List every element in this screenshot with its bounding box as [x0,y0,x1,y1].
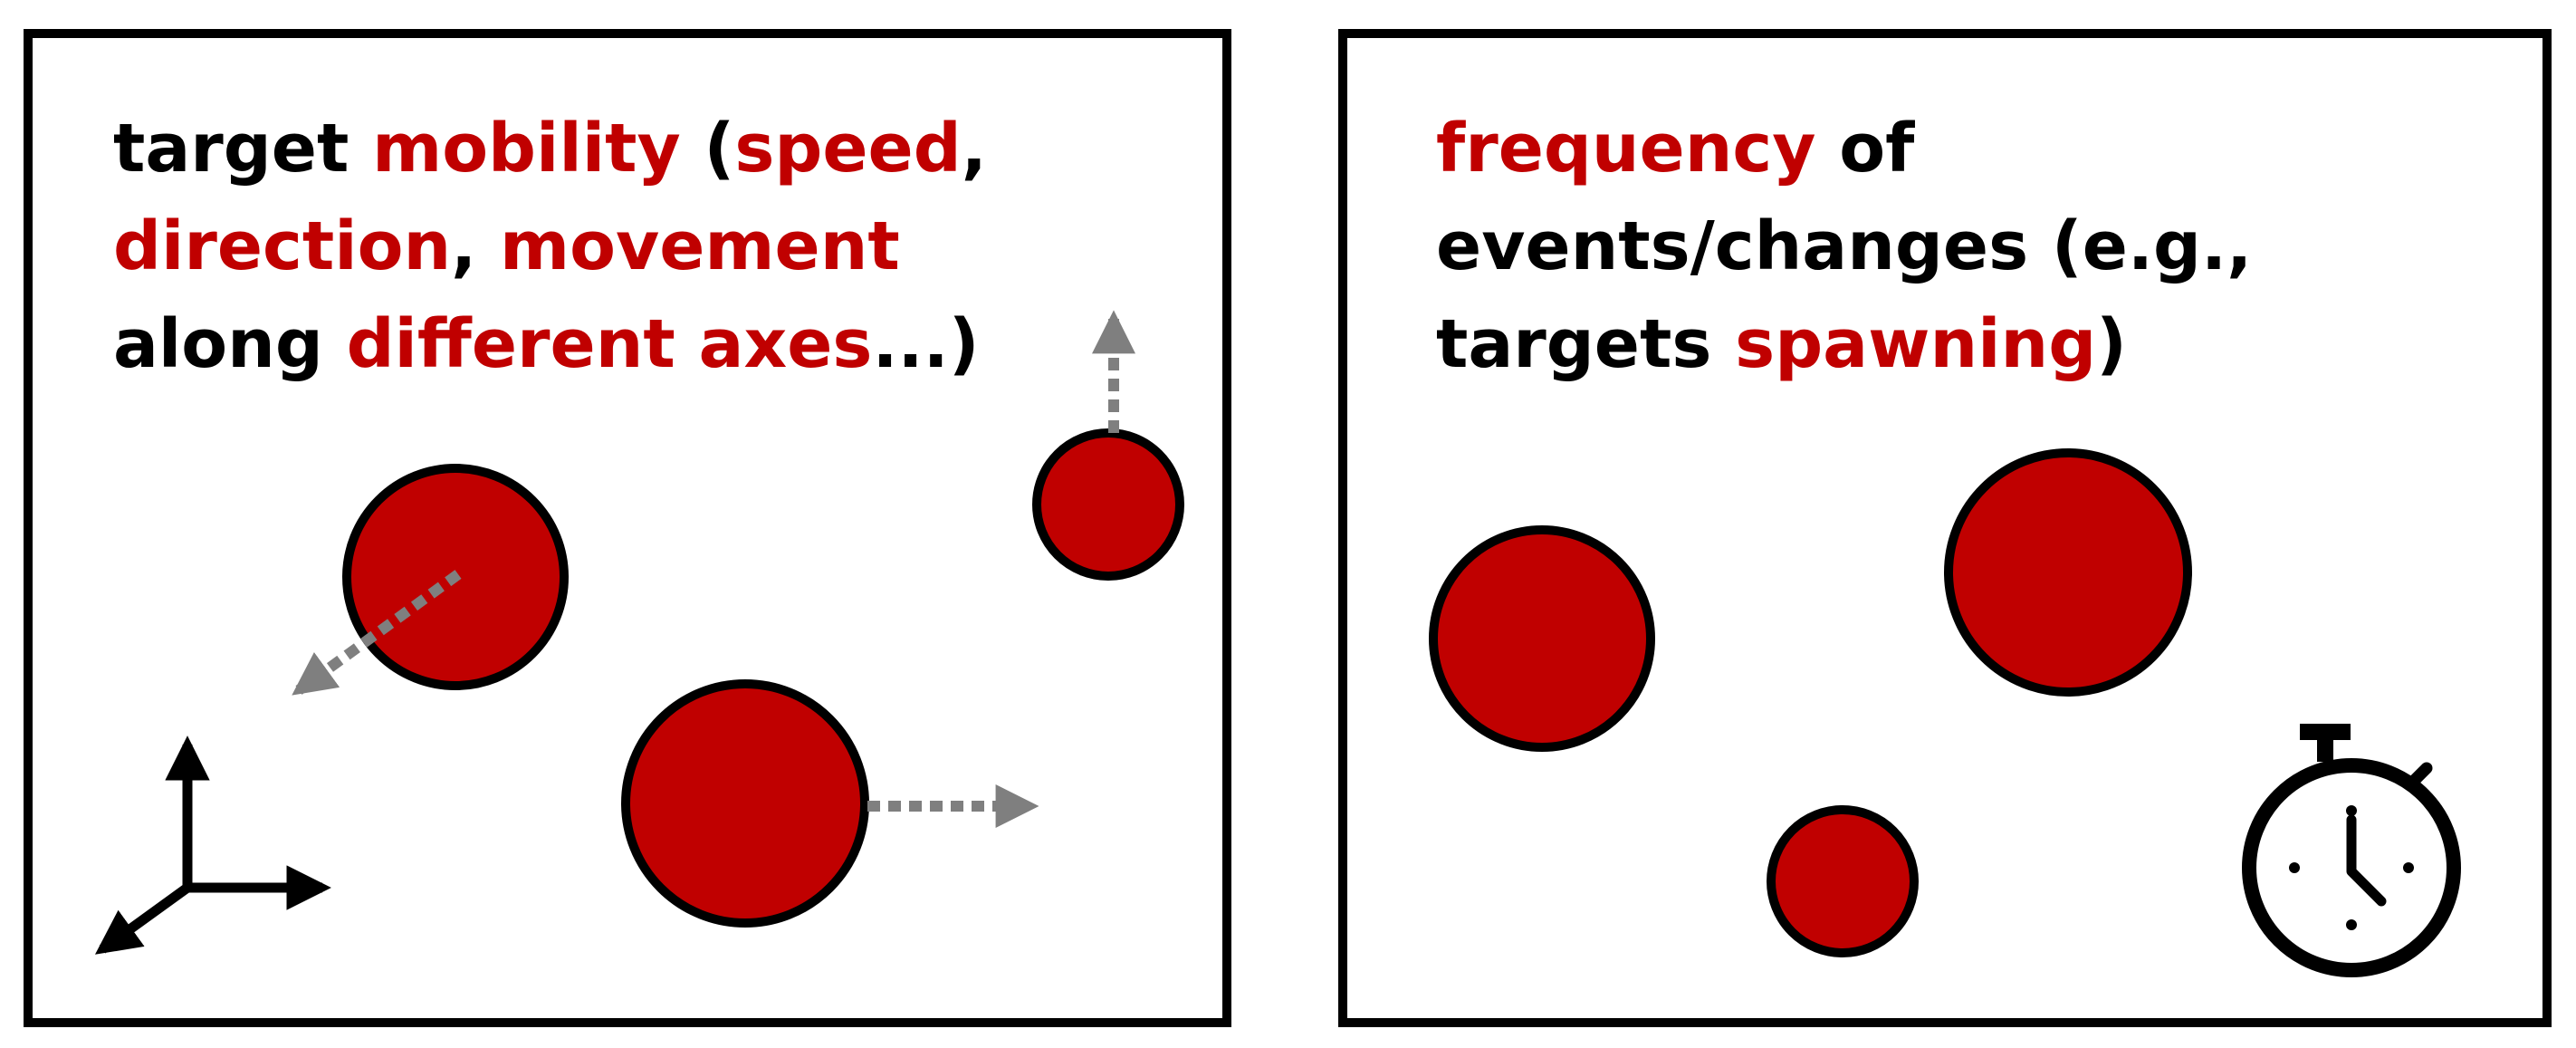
target-circle [1767,805,1919,957]
caption-text: ( [680,110,735,187]
caption-highlight: different axes [346,305,873,383]
caption-text: events/changes (e.g., [1436,207,2253,285]
target-circle [621,679,869,928]
axes-icon [94,736,331,955]
caption-text: ) [2096,305,2127,383]
mobility-caption: target mobility (speed, direction, movem… [113,100,987,393]
caption-text: targets [1436,305,1736,383]
caption-highlight: mobility [372,110,681,187]
caption-text: target [113,110,373,187]
target-circle [1032,428,1184,581]
caption-highlight: movement [500,207,900,285]
caption-text: ...) [872,305,980,383]
caption-highlight: spawning [1735,305,2097,383]
caption-highlight: speed [734,110,962,187]
stopwatch-icon [2242,724,2461,977]
target-circle [1429,525,1655,752]
target-circle [1944,448,2192,697]
caption-highlight: direction [113,207,452,285]
dotted-arrow [292,570,462,696]
frequency-caption: frequency of events/changes (e.g., targe… [1436,100,2252,393]
caption-highlight: frequency [1436,110,1816,187]
caption-text: of [1815,110,1915,187]
mobility-panel: target mobility (speed, direction, movem… [24,29,1231,1027]
caption-text: , [961,110,987,187]
caption-text: , [451,207,501,285]
caption-text: along [113,305,347,383]
